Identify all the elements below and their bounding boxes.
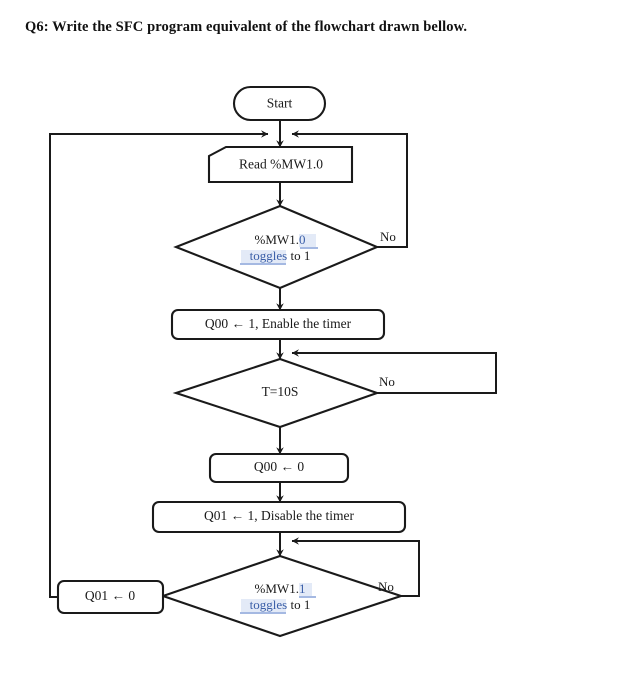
decision2-rest: to 1 xyxy=(287,597,310,612)
node-read: Read %MW1.0 xyxy=(207,145,354,184)
node-q01-reset-label: Q01 ← 0 xyxy=(85,588,135,603)
node-read-label: Read %MW1.0 xyxy=(239,157,323,172)
node-start: Start xyxy=(232,85,327,122)
decision1-no-label: No xyxy=(380,229,396,244)
decision1-bit: 0 xyxy=(299,232,306,247)
node-start-label: Start xyxy=(267,96,293,111)
node-decision2-line1: %MW1.1 xyxy=(255,581,306,596)
decision2-verb: toggles xyxy=(250,597,288,612)
decision2-bit: 1 xyxy=(299,581,306,596)
node-decision-timer: T=10S No xyxy=(172,357,395,429)
node-decision2-line2: toggles to 1 xyxy=(250,597,311,612)
node-q01-disable-label: Q01 ← 1, Disable the timer xyxy=(204,508,354,523)
edge-decision2-no-loop xyxy=(291,537,420,597)
node-decision1-line2: toggles to 1 xyxy=(250,248,311,263)
node-q00-enable-label: Q00 ← 1, Enable the timer xyxy=(205,316,352,331)
decision2-prefix: %MW1. xyxy=(255,581,299,596)
node-decision1-line1: %MW1.0 xyxy=(255,232,306,247)
decision2-no-label: No xyxy=(378,579,394,594)
node-q00-enable: Q00 ← 1, Enable the timer xyxy=(170,308,386,341)
node-q01-reset: Q01 ← 0 xyxy=(56,579,165,615)
decision-timer-no-label: No xyxy=(379,374,395,389)
node-q00-reset: Q00 ← 0 xyxy=(208,452,350,484)
node-decision-timer-label: T=10S xyxy=(262,384,299,399)
node-decision1: %MW1.0 toggles to 1 No xyxy=(173,204,396,290)
decision1-prefix: %MW1. xyxy=(255,232,299,247)
node-decision2: %MW1.1 toggles to 1 No xyxy=(159,554,405,638)
edge-timer-no-loop xyxy=(291,349,497,394)
decision1-rest: to 1 xyxy=(287,248,310,263)
edge-decision1-no-loop xyxy=(291,130,408,248)
node-q01-disable: Q01 ← 1, Disable the timer xyxy=(151,500,407,534)
edge-q01reset-to-read-loop xyxy=(49,130,269,598)
decision1-verb: toggles xyxy=(250,248,288,263)
node-q00-reset-label: Q00 ← 0 xyxy=(254,459,304,474)
page-title: Q6: Write the SFC program equivalent of … xyxy=(25,19,468,35)
